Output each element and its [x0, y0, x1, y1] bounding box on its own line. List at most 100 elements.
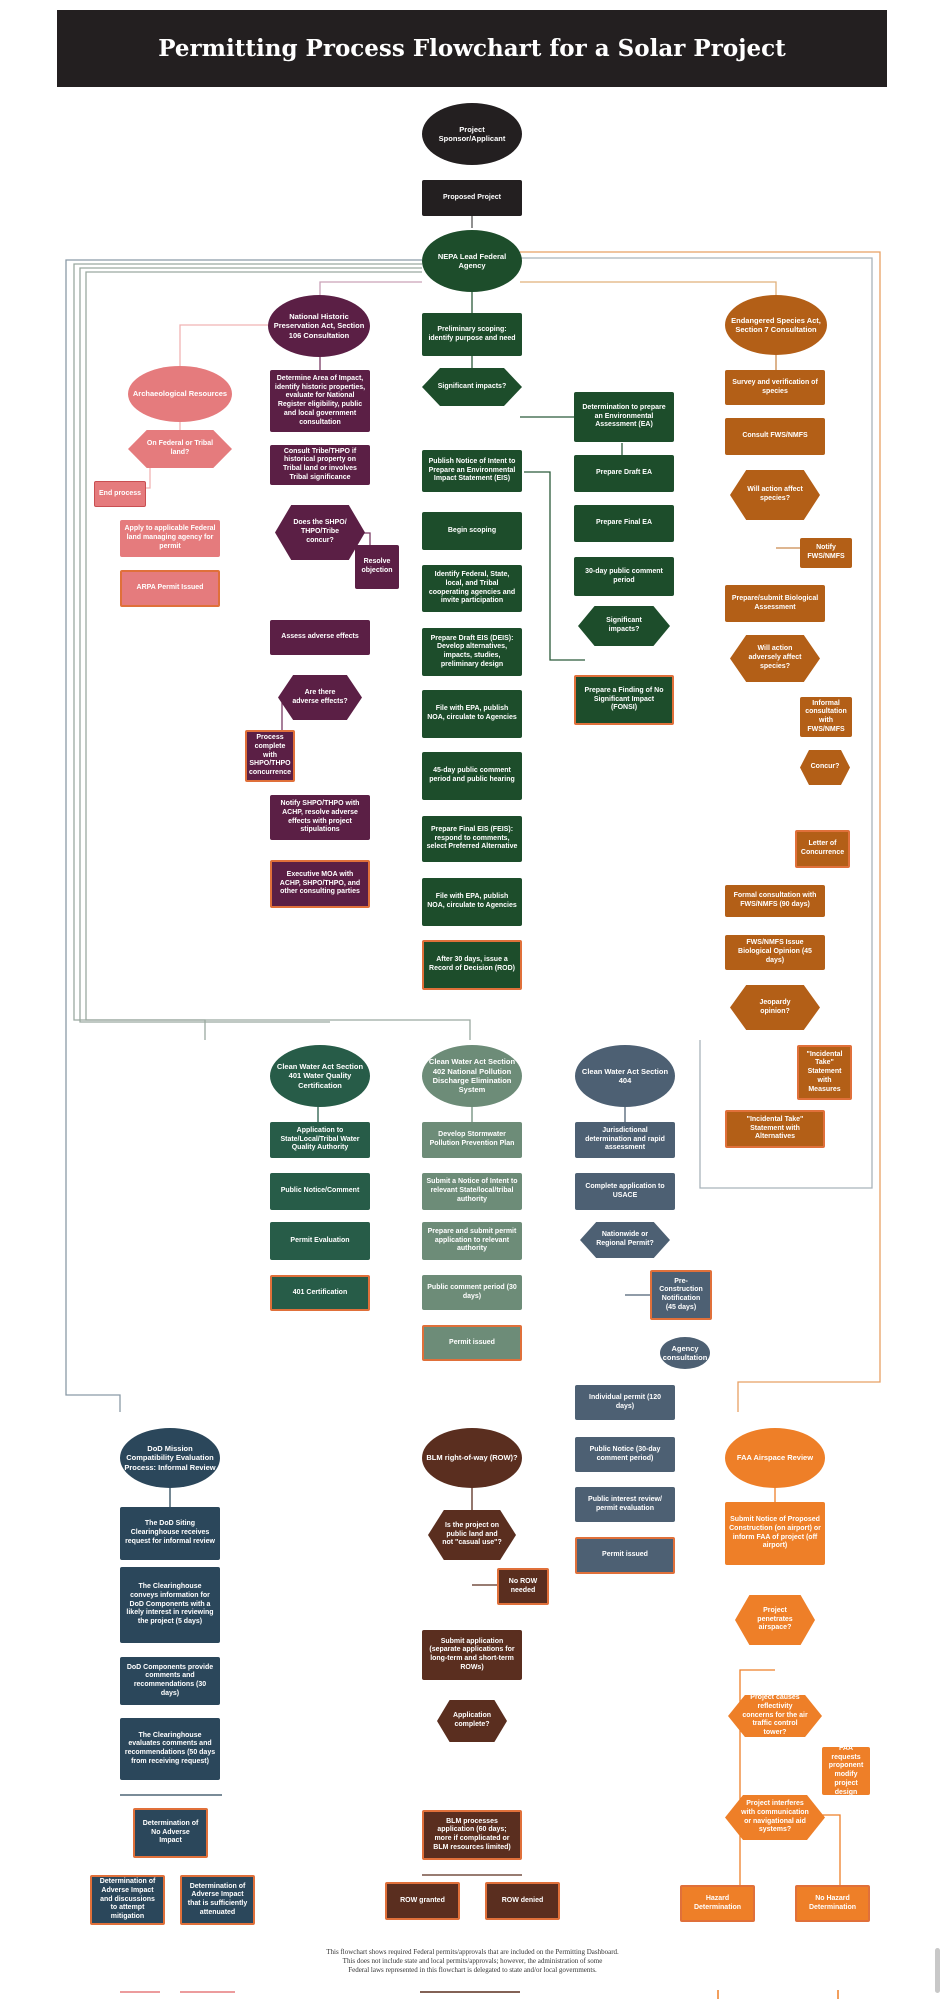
ea-det-node: Determination to prepare an Environmenta…	[574, 392, 674, 442]
permit-issued404-node: Permit issued	[575, 1537, 675, 1574]
indiv-permit-node: Individual permit (120 days)	[575, 1385, 675, 1420]
deis-node: Prepare Draft EIS (DEIS): Develop altern…	[422, 628, 522, 676]
fonsi-node: Prepare a Finding of No Significant Impa…	[574, 675, 674, 725]
row-denied-node: ROW denied	[485, 1882, 560, 1920]
bio-assess-node: Prepare/submit Biological Assessment	[725, 585, 825, 622]
comment45-node: 45-day public comment period and public …	[422, 752, 522, 800]
stormwater-node: Develop Stormwater Pollution Prevention …	[422, 1122, 522, 1158]
moa-node: Executive MOA with ACHP, SHPO/THPO, and …	[270, 860, 370, 908]
survey-node: Survey and verification of species	[725, 370, 825, 405]
assess-node: Assess adverse effects	[270, 620, 370, 655]
connector	[524, 471, 585, 661]
prelim-node: Preliminary scoping: identify purpose an…	[422, 313, 522, 356]
nationwide-node: Nationwide or Regional Permit?	[580, 1222, 670, 1258]
resolve-objection-node: Resolve objection	[355, 545, 399, 589]
faa-req-node: FAA requests proponent modify project de…	[822, 1745, 870, 1796]
proposed-node: Proposed Project	[422, 180, 522, 216]
rod-node: After 30 days, issue a Record of Decisio…	[422, 940, 522, 990]
scrollbar-thumb[interactable]	[935, 1948, 940, 1993]
final-ea-node: Prepare Final EA	[574, 505, 674, 542]
will-affect-node: Will action affect species?	[730, 470, 820, 520]
noi402-node: Submit a Notice of Intent to relevant St…	[422, 1173, 522, 1210]
dod-node: DoD Mission Compatibility Evaluation Pro…	[120, 1428, 220, 1488]
permit-eval-node: Permit Evaluation	[270, 1222, 370, 1260]
dod-comp-node: DoD Components provide comments and reco…	[120, 1657, 220, 1705]
sponsor-node: Project Sponsor/Applicant	[422, 103, 522, 165]
cert401-node: 401 Certification	[270, 1275, 370, 1311]
draft-ea-node: Prepare Draft EA	[574, 455, 674, 492]
interferes-node: Project interferes with communication or…	[725, 1795, 825, 1840]
sig1-node: Significant impacts?	[422, 368, 522, 406]
connector	[820, 1814, 841, 1885]
apply-fed-node: Apply to applicable Federal land managin…	[120, 520, 220, 557]
onfed-node: On Federal or Tribal land?	[128, 430, 232, 468]
submit-app-node: Submit application (separate application…	[422, 1630, 522, 1680]
jeopardy-node: Jeopardy opinion?	[730, 985, 820, 1030]
dod-eval-node: The Clearinghouse evaluates comments and…	[120, 1718, 220, 1780]
app-complete-node: Application complete?	[437, 1700, 507, 1742]
nepa-node: NEPA Lead Federal Agency	[422, 230, 522, 292]
cwa401-node: Clean Water Act Section 401 Water Qualit…	[270, 1045, 370, 1107]
faa-node: FAA Airspace Review	[725, 1428, 825, 1488]
consult-tribe-node: Consult Tribe/THPO if historical propert…	[270, 445, 370, 485]
shpo-concur-node: Does the SHPO/ THPO/Tribe concur?	[275, 505, 365, 560]
prep-submit-node: Prepare and submit permit application to…	[422, 1222, 522, 1260]
consult-fws-node: Consult FWS/NMFS	[725, 418, 825, 455]
letter-node: Letter of Concurrence	[795, 830, 850, 868]
notify-fws-node: Notify FWS/NMFS	[800, 538, 852, 568]
arpa-node: ARPA Permit Issued	[120, 570, 220, 607]
footnote: This flowchart shows required Federal pe…	[300, 1948, 645, 1975]
app-state-node: Application to State/Local/Tribal Water …	[270, 1122, 370, 1158]
connector	[319, 281, 422, 297]
blm-node: BLM right-of-way (ROW)?	[422, 1428, 522, 1488]
connector	[520, 281, 777, 297]
reflect-node: Project causes reflectivity concerns for…	[728, 1695, 822, 1737]
concur-node: Concur?	[800, 750, 850, 785]
connector	[85, 271, 471, 1040]
bio-opinion-node: FWS/NMFS Issue Biological Opinion (45 da…	[725, 935, 825, 970]
permit-issued402-node: Permit issued	[422, 1325, 522, 1361]
complete-usace-node: Complete application to USACE	[575, 1173, 675, 1210]
identify-node: Identify Federal, State, local, and Trib…	[422, 565, 522, 612]
proc-complete-node: Process complete with SHPO/THPO concurre…	[245, 730, 295, 782]
nhpa-node: National Historic Preservation Act, Sect…	[268, 295, 370, 357]
connector	[520, 257, 873, 1189]
adversely-node: Will action adversely affect species?	[730, 635, 820, 682]
adverse-q-node: Are there adverse effects?	[278, 675, 362, 720]
footnote-line: This flowchart shows required Federal pe…	[326, 1948, 619, 1956]
feis-node: Prepare Final EIS (FEIS): respond to com…	[422, 816, 522, 862]
file2-node: File with EPA, publish NOA, circulate to…	[422, 878, 522, 926]
dod-clear-node: The DoD Siting Clearinghouse receives re…	[120, 1507, 220, 1560]
footnote-line: This does not include state and local pe…	[342, 1957, 603, 1966]
comment30-node: 30-day public comment period	[574, 557, 674, 596]
pub-notice401-node: Public Notice/Comment	[270, 1173, 370, 1210]
connector	[73, 263, 422, 1040]
footnote-line: Federal laws represented in this flowcha…	[348, 1966, 597, 1975]
penetrates-node: Project penetrates airspace?	[735, 1595, 815, 1645]
public-land-node: Is the project on public land and not "c…	[428, 1510, 516, 1560]
cwa404-node: Clean Water Act Section 404	[575, 1045, 675, 1107]
adverse-att-node: Determination of Adverse Impact that is …	[180, 1875, 255, 1925]
pub-interest-node: Public interest review/ permit evaluatio…	[575, 1487, 675, 1522]
faa-notice-node: Submit Notice of Proposed Construction (…	[725, 1502, 825, 1565]
informal-node: Informal consultation with FWS/NMFS	[800, 697, 852, 737]
notify-achp-node: Notify SHPO/THPO with ACHP, resolve adve…	[270, 795, 370, 840]
cwa402-node: Clean Water Act Section 402 National Pol…	[422, 1045, 522, 1107]
file1-node: File with EPA, publish NOA, circulate to…	[422, 690, 522, 738]
pub-notice404-node: Public Notice (30-day comment period)	[575, 1437, 675, 1472]
row-granted-node: ROW granted	[385, 1882, 460, 1920]
no-row-node: No ROW needed	[497, 1568, 549, 1605]
page-title: Permitting Process Flowchart for a Solar…	[57, 10, 887, 87]
sig2-node: Significant impacts?	[578, 606, 670, 646]
area-impact-node: Determine Area of Impact, identify histo…	[270, 370, 370, 432]
no-hazard-node: No Hazard Determination	[795, 1885, 870, 1922]
esa-node: Endangered Species Act, Section 7 Consul…	[725, 295, 827, 355]
jurisdiction-node: Jurisdictional determination and rapid a…	[575, 1122, 675, 1158]
noi-node: Publish Notice of Intent to Prepare an E…	[422, 450, 522, 492]
pub-comment30-node: Public comment period (30 days)	[422, 1275, 522, 1310]
preconst-node: Pre-Construction Notification (45 days)	[650, 1270, 712, 1320]
endproc-node: End process	[94, 481, 146, 507]
hazard-node: Hazard Determination	[680, 1885, 755, 1922]
agency-consult-node: Agency consultation	[660, 1337, 710, 1369]
